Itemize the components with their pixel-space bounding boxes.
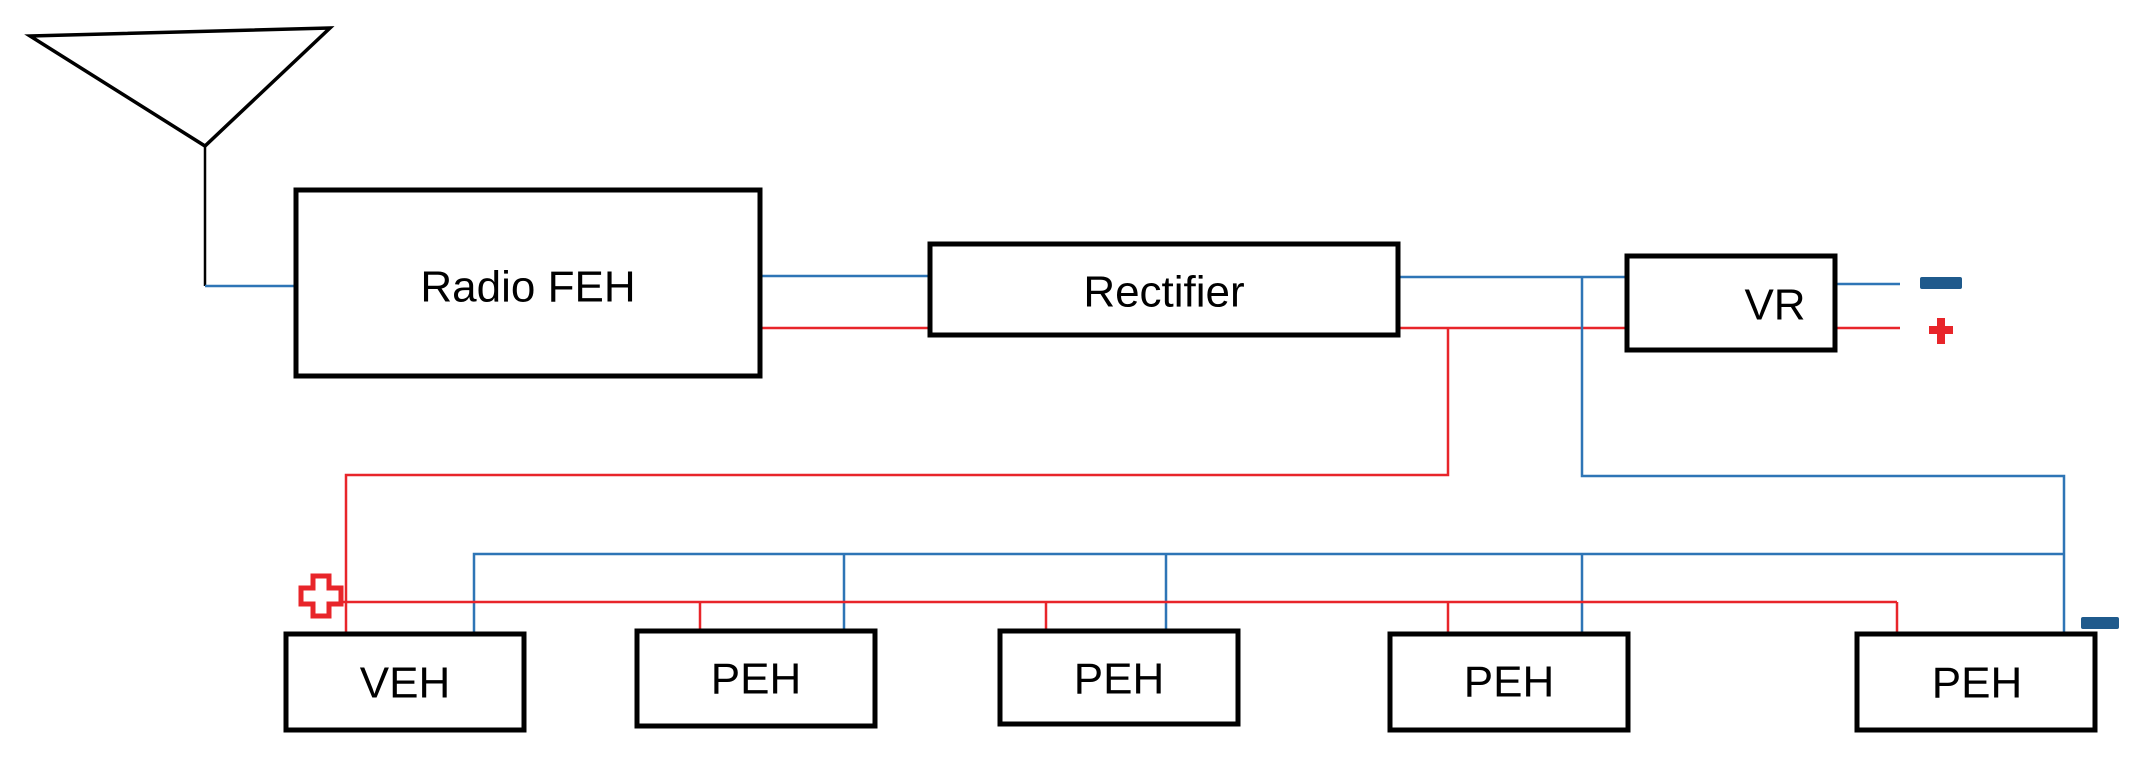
positive-bus-branch bbox=[344, 328, 1450, 634]
peh-2-label: PEH bbox=[1074, 655, 1164, 704]
plus-terminal-icon bbox=[1929, 318, 1953, 344]
radio-feh-block: Radio FEH bbox=[293, 187, 763, 379]
minus-terminal-icon bbox=[1920, 277, 1962, 289]
minus-terminal-icon bbox=[2081, 617, 2119, 629]
veh-label: VEH bbox=[360, 659, 450, 708]
rectifier-block: Rectifier bbox=[927, 241, 1401, 338]
peh-block-1: PEH bbox=[634, 628, 878, 729]
peh-block-4: PEH bbox=[1854, 631, 2098, 733]
peh-block-3: PEH bbox=[1387, 631, 1631, 733]
veh-block: VEH bbox=[283, 631, 527, 733]
rectifier-label: Rectifier bbox=[1083, 268, 1244, 317]
vr-label: VR bbox=[1744, 281, 1805, 330]
vr-block: VR bbox=[1624, 253, 1838, 353]
peh-block-2: PEH bbox=[997, 628, 1241, 727]
peh-4-label: PEH bbox=[1932, 659, 2022, 708]
negative-bus bbox=[472, 552, 2064, 634]
antenna-icon bbox=[24, 26, 335, 286]
peh-3-label: PEH bbox=[1464, 658, 1554, 707]
plus-terminal-icon bbox=[298, 573, 344, 619]
peh-1-label: PEH bbox=[711, 655, 801, 704]
radio-feh-label: Radio FEH bbox=[420, 263, 635, 312]
